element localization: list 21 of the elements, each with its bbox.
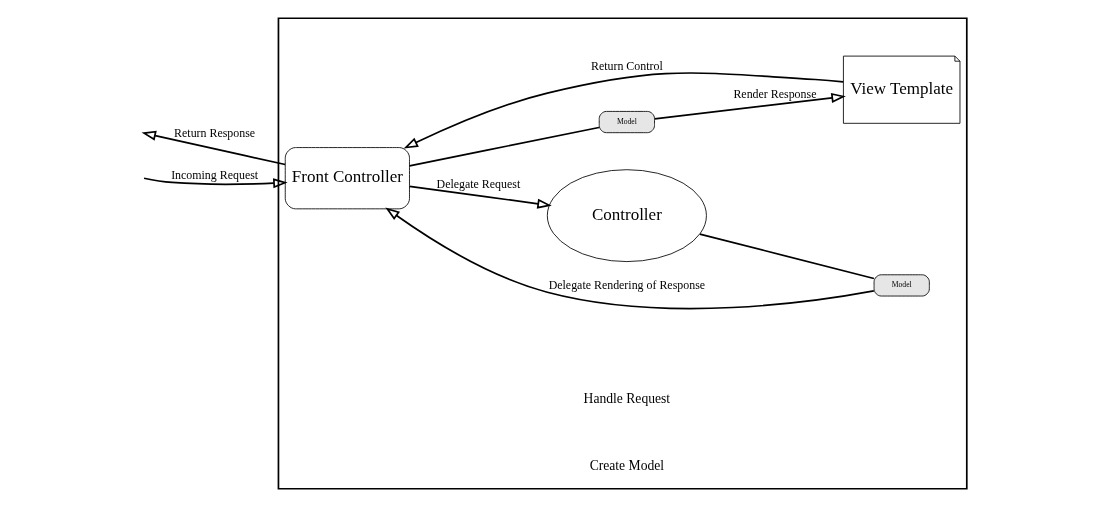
node-box: Front Controller	[284, 147, 410, 210]
node-label: Create Model	[589, 457, 664, 473]
cluster	[277, 17, 968, 490]
connector	[408, 126, 600, 167]
arrow	[408, 185, 552, 209]
node-label: Handle Request	[583, 390, 670, 406]
node-box: Model	[873, 274, 930, 297]
edge-label: Return Control	[590, 59, 663, 74]
arrow	[142, 177, 288, 189]
edge-label: Delegate Request	[436, 176, 520, 191]
edge-label: Return Response	[173, 125, 255, 140]
edge-label: Delegate Rendering of Response	[548, 277, 705, 292]
arrow	[384, 207, 875, 310]
connector	[698, 233, 875, 280]
edge-label: Render Response	[732, 86, 816, 101]
arrow	[141, 130, 286, 166]
edge-label: Incoming Request	[170, 168, 258, 183]
node-ellipse: Controller	[546, 169, 707, 262]
node-box: Model	[598, 111, 655, 134]
arrow	[403, 72, 844, 149]
arrow	[653, 92, 846, 120]
